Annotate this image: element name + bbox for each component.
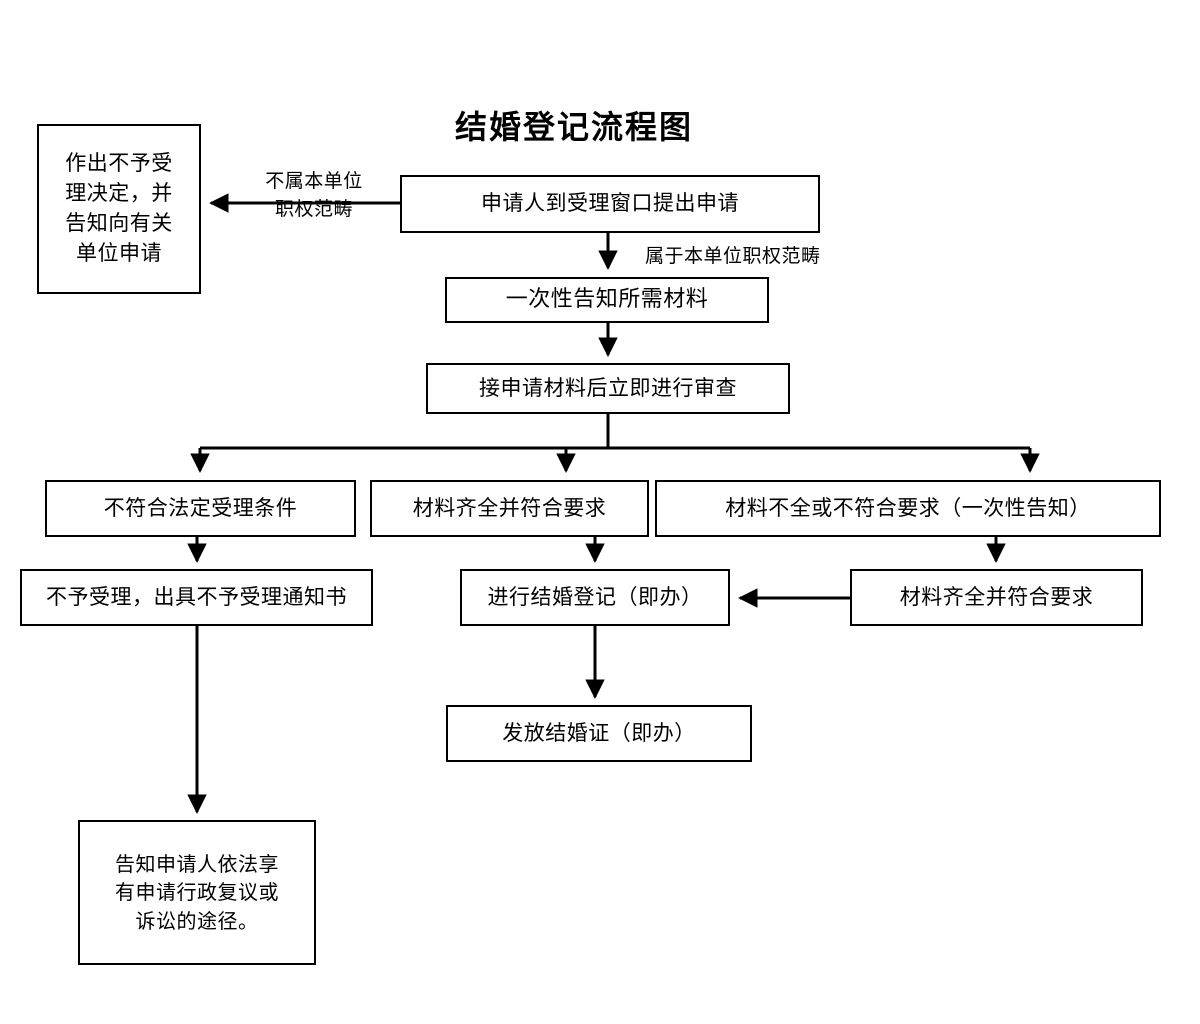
page-title: 结婚登记流程图 [455,108,694,146]
node-inform-remedies: 告知申请人依法享 有申请行政复议或 诉讼的途径。 [78,820,316,965]
node-immediate-review: 接申请材料后立即进行审查 [426,363,790,414]
node-label: 告知申请人依法享 有申请行政复议或 诉讼的途径。 [115,851,279,933]
edge-label-not-in-jurisdiction: 不属本单位 职权范畴 [265,170,363,220]
node-marriage-registration: 进行结婚登记（即办） [460,569,730,626]
node-issue-certificate: 发放结婚证（即办） [446,705,752,762]
node-reject-and-issue-notice: 不予受理，出具不予受理通知书 [20,569,373,626]
node-reject-other-unit: 作出不予受 理决定，并 告知向有关 单位申请 [37,124,201,294]
node-label: 材料不全或不符合要求（一次性告知） [725,495,1091,520]
node-one-time-notice: 一次性告知所需材料 [445,277,769,323]
node-materials-complete-right: 材料齐全并符合要求 [850,569,1143,626]
node-label: 不符合法定受理条件 [103,495,298,520]
node-label: 作出不予受 理决定，并 告知向有关 单位申请 [65,151,173,265]
node-label: 接申请材料后立即进行审查 [479,375,737,400]
node-label: 发放结婚证（即办） [502,720,696,745]
node-label: 申请人到受理窗口提出申请 [481,191,739,216]
node-label: 材料齐全并符合要求 [412,495,607,520]
node-materials-incomplete: 材料不全或不符合要求（一次性告知） [655,480,1161,537]
node-label: 材料齐全并符合要求 [899,584,1094,609]
node-label: 不予受理，出具不予受理通知书 [46,584,347,609]
node-label: 一次性告知所需材料 [505,287,709,313]
node-not-meeting-conditions: 不符合法定受理条件 [45,480,356,537]
node-materials-complete-mid: 材料齐全并符合要求 [370,480,649,537]
node-apply-at-window: 申请人到受理窗口提出申请 [400,175,820,233]
node-label: 进行结婚登记（即办） [487,584,703,609]
edge-label-in-jurisdiction: 属于本单位职权范畴 [645,245,821,267]
